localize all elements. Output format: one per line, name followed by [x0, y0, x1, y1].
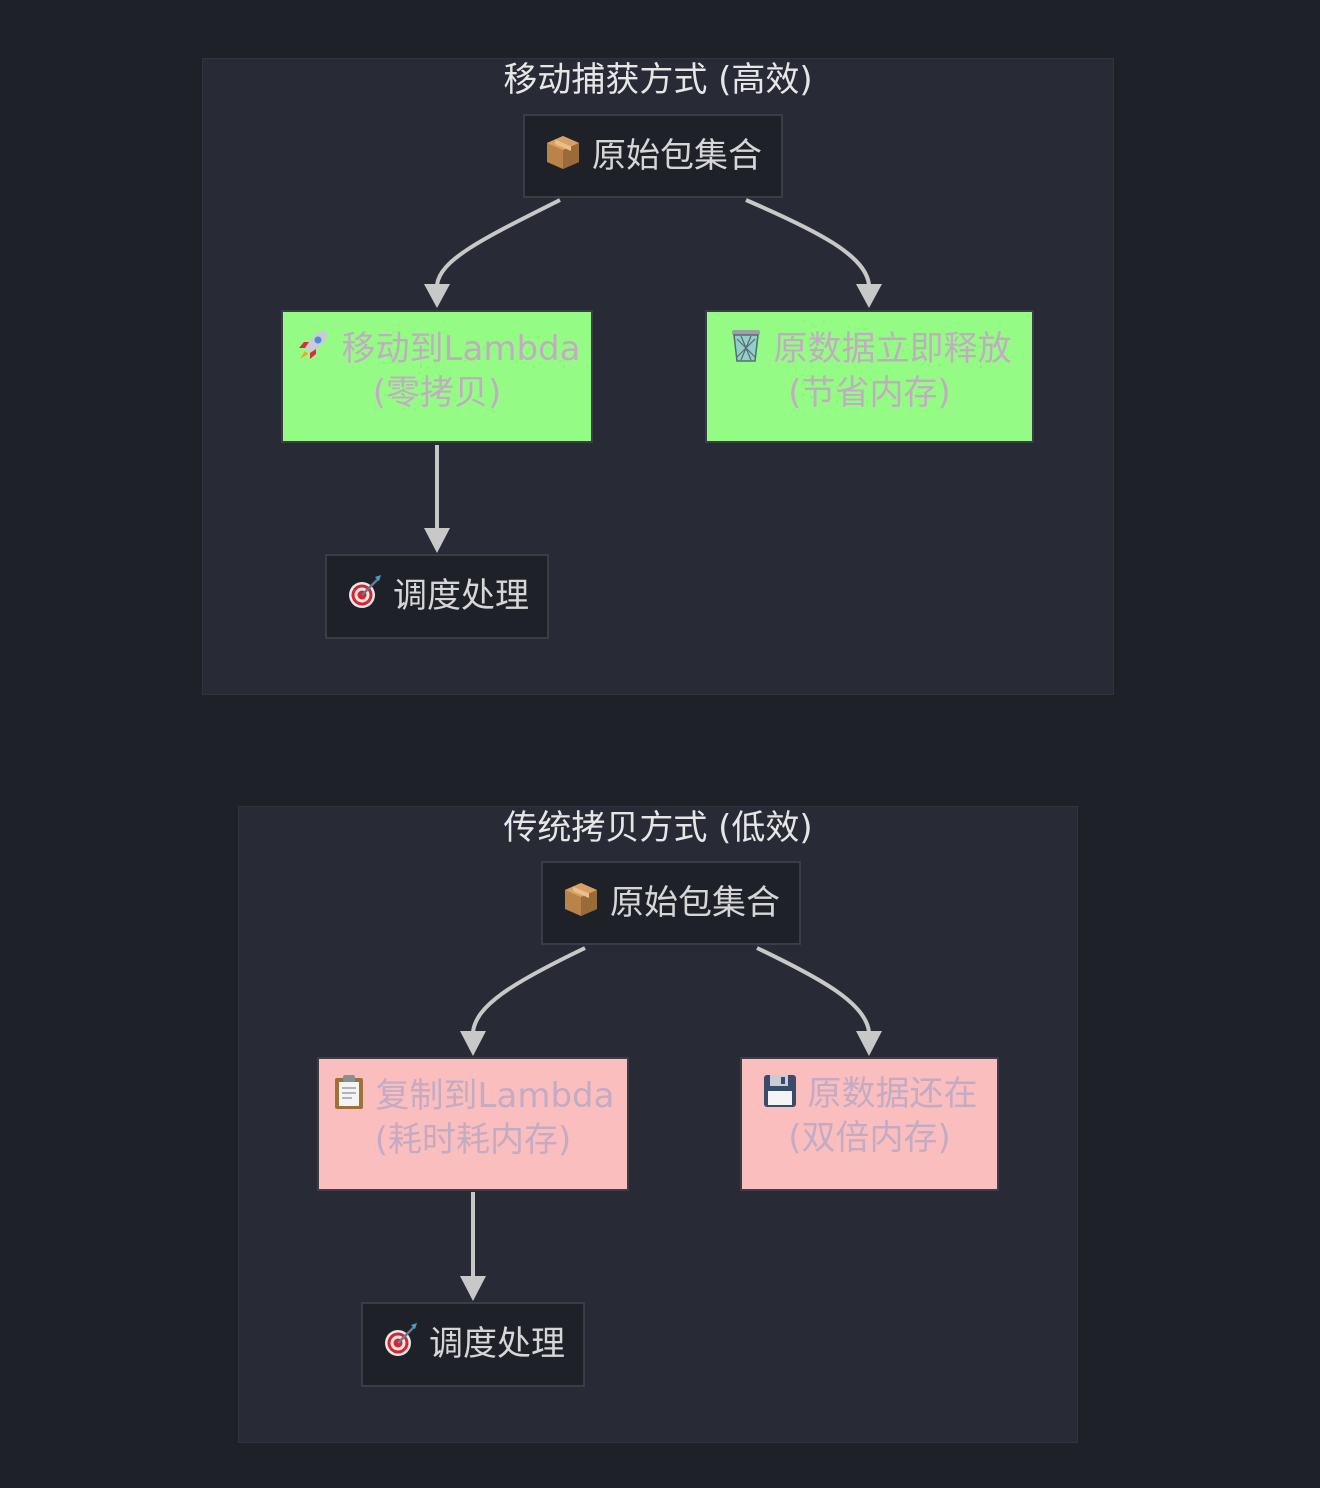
- target-icon: [381, 1321, 419, 1368]
- cluster-title: 传统拷贝方式 (低效): [503, 808, 813, 848]
- rocket-icon: [294, 326, 332, 373]
- target-icon: [345, 573, 383, 620]
- node-label-line2: (双倍内存): [788, 1118, 951, 1158]
- node-data-still-exists: 原数据还在 (双倍内存): [740, 1057, 999, 1191]
- node-move-to-lambda: 移动到Lambda (零拷贝): [281, 310, 593, 443]
- node-original-packets: 原始包集合: [523, 114, 783, 198]
- node-label-line2: (节省内存): [788, 373, 951, 413]
- node-label-line1: 移动到Lambda: [341, 329, 581, 369]
- node-schedule-processing: 调度处理: [325, 554, 549, 639]
- floppy-disk-icon: [762, 1073, 798, 1118]
- wastebasket-icon: [728, 326, 764, 373]
- cluster-title: 移动捕获方式 (高效): [503, 60, 813, 100]
- node-release-immediately: 原数据立即释放 (节省内存): [705, 310, 1034, 443]
- package-icon: [562, 880, 600, 927]
- clipboard-icon: [332, 1073, 366, 1120]
- node-label-line2: (耗时耗内存): [374, 1120, 572, 1160]
- node-original-packets: 原始包集合: [541, 861, 801, 945]
- node-label-line1: 原数据还在: [807, 1074, 978, 1114]
- package-icon: [544, 133, 582, 180]
- node-label: 调度处理: [429, 1324, 565, 1364]
- node-schedule-processing: 调度处理: [361, 1302, 585, 1387]
- node-label: 原始包集合: [610, 882, 780, 923]
- node-label-line2: (零拷贝): [372, 373, 502, 413]
- node-label: 原始包集合: [592, 135, 762, 176]
- node-label-line1: 原数据立即释放: [773, 329, 1012, 369]
- node-label: 调度处理: [393, 576, 529, 616]
- node-label-line1: 复制到Lambda: [375, 1076, 615, 1116]
- node-copy-to-lambda: 复制到Lambda (耗时耗内存): [317, 1057, 629, 1191]
